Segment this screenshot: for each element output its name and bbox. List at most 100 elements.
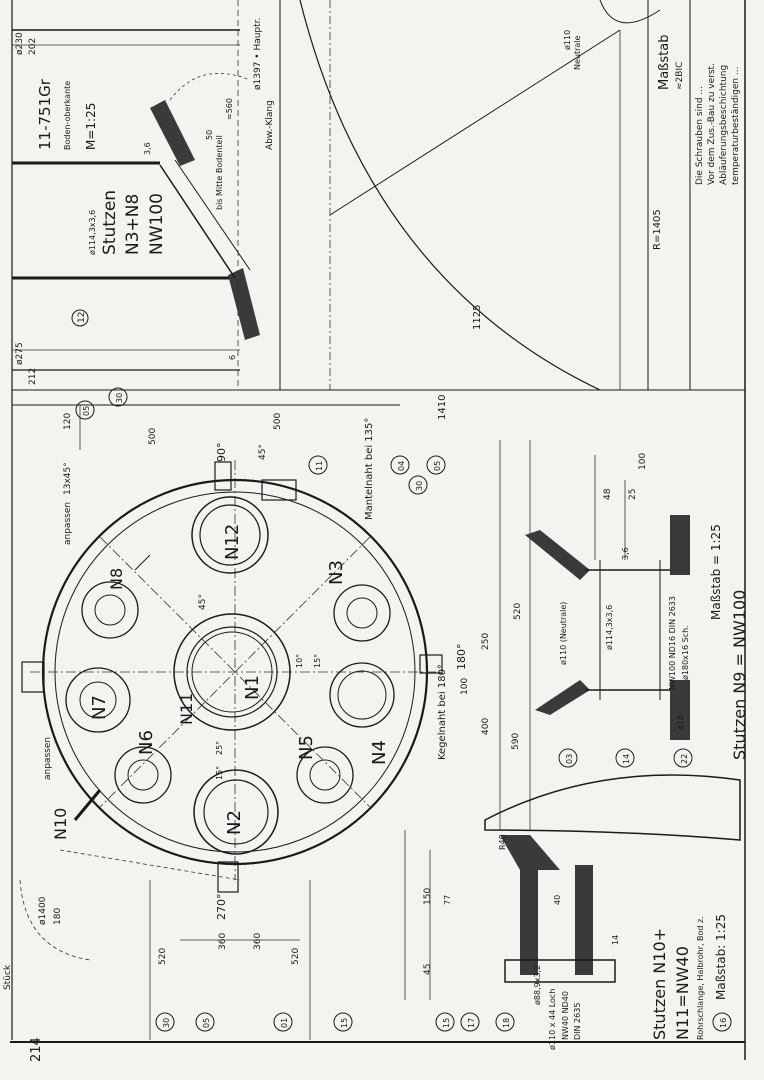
n9-scale: Maßstab = 1:25 [709,524,723,620]
angle-25: 25° [215,741,224,755]
angle-180: 180° [455,644,468,671]
ref-04: 04 [397,461,406,471]
angle-45-a: 45° [258,444,268,460]
dim-bottom-3: 520 [158,948,168,965]
n9-flange: NW100 ND16 DIN 2633 [668,596,677,690]
chamfer-label: 13x45° [63,462,73,495]
curve-label: Abw.-Klang [265,100,275,150]
anpassen-top: anpassen [63,502,73,545]
label-n12: N12 [222,524,243,560]
top-detail-title: Stutzen [100,190,120,255]
anpassen-bottom: anpassen [43,737,53,780]
nozzle-n1 [173,613,291,731]
dim-bottom-5: 180 [53,908,63,925]
ref-22: 22 [680,754,689,764]
n10-note-5: R40 [498,834,507,850]
ref-11: 11 [315,461,324,471]
nozzle-n7 [65,667,131,733]
top-detail-note: bis Mitte Bodenteil [215,135,224,210]
top-detail-pipe-size: ø114,3x3,6 [88,210,97,255]
top-item-ref: 12 [77,312,87,323]
dim-bottom-2: 360 [253,933,263,950]
ref-05-a: 05 [82,406,91,416]
n9-pipe: ø114,3x3,6 [605,605,614,650]
n10-dim-1: 150 [423,888,433,905]
ref-05-c: 05 [202,1018,211,1028]
page-number: 214 [29,1037,44,1062]
dim-top-5: 100 [460,678,470,695]
radius-label: R=1405 [652,209,663,250]
dim-top-3: 520 [513,603,523,620]
top-detail-subtitle: N3+N8 [123,194,143,255]
scale-2-sub: ≈2BIC [675,62,685,90]
nozzle-n12 [191,496,269,574]
n9-title: Stutzen N9 = NW100 [730,590,749,760]
n9-neutral: ø110 (Neutrale) [559,602,568,665]
ref-01: 01 [280,1018,289,1028]
n10-note-2: ø110 x 44 Loch [548,989,557,1050]
top-dim-8: 6 [228,355,237,360]
n9-dim-2: 48 [603,488,613,500]
angle-15-a: 15° [313,654,322,668]
nozzle-n5 [296,746,354,804]
dim-top-4: 250 [481,633,491,650]
small-label-1: ø110 [563,30,572,50]
chamfer-dim: 120 [63,413,73,430]
ref-30-c: 30 [162,1018,171,1028]
dim-top-2: 500 [273,413,283,430]
dim-top-6: 400 [481,718,491,735]
ref-05-b: 05 [433,461,442,471]
n10-dim-3: 77 [443,895,452,905]
n9-bolt: ø18 [676,715,685,730]
note-line-3: Abläuferungsbeschichtung [719,65,729,185]
top-dim-7: ≈560 [225,98,234,120]
label-n7: N7 [89,695,110,720]
label-n10: N10 [51,808,70,840]
kegelnaht-note-1: Kegelnaht bei 180° [437,664,448,760]
ref-17: 17 [467,1018,476,1028]
mantelnaht-note: Mantelnaht bei 135° [364,418,375,520]
dim-bottom-6: ø1400 [38,896,48,925]
label-n8: N8 [107,568,126,590]
n10-dim-2: 45 [423,964,433,975]
label-n11: N11 [177,693,196,725]
nozzle-n6 [114,746,172,804]
small-label-2: Neutrale [573,35,582,70]
dim-top-1: 500 [148,428,158,445]
top-detail-nominal: NW100 [147,193,167,255]
n10-title: Stutzen N10+ [650,928,669,1040]
dim-bottom-4: 520 [291,948,301,965]
ref-15-a: 15 [340,1018,349,1028]
n9-dim-1: 100 [638,453,648,470]
n10-note-3: NW40 ND40 [561,991,570,1040]
label-n3: N3 [326,560,347,585]
n10-dim-4: 40 [553,895,562,905]
top-dim-2: ø230 [15,32,25,55]
top-dim-5: 3,6 [143,142,152,155]
angle-15-b: 15° [215,766,224,780]
angle-10: 10° [295,654,304,668]
label-n5: N5 [296,735,317,760]
n9-dim-3: 25 [628,489,638,500]
n10-note-4: DIN 2635 [573,1003,582,1040]
mid-dim: 1125 [472,305,483,330]
mid-dim-2: 1410 [437,395,448,420]
nozzle-n3 [333,584,391,642]
top-dim-6: 50 [205,130,214,140]
n10-subtitle: N11=NW40 [673,946,692,1040]
label-n2: N2 [224,810,245,835]
nozzle-n8 [81,581,139,639]
ref-15-b: 15 [442,1018,451,1028]
dim-top-7: 590 [511,733,521,750]
top-dim-4: ø275 [15,342,25,365]
label-n6: N6 [136,730,157,755]
n10-note: Rohrschlange, Halbrohr, Bod z. [696,916,705,1040]
nozzle-n2 [193,769,279,855]
label-n4: N4 [369,740,390,765]
angle-270: 270° [215,894,228,921]
note-line-2: Vor dem Zus.-Bau zu verst. [707,63,717,185]
main-view: N1 N2 N3 N4 N5 N6 N7 N8 N10 N11 N12 90° … [3,387,732,1040]
stueck-note: Stück [3,964,13,990]
